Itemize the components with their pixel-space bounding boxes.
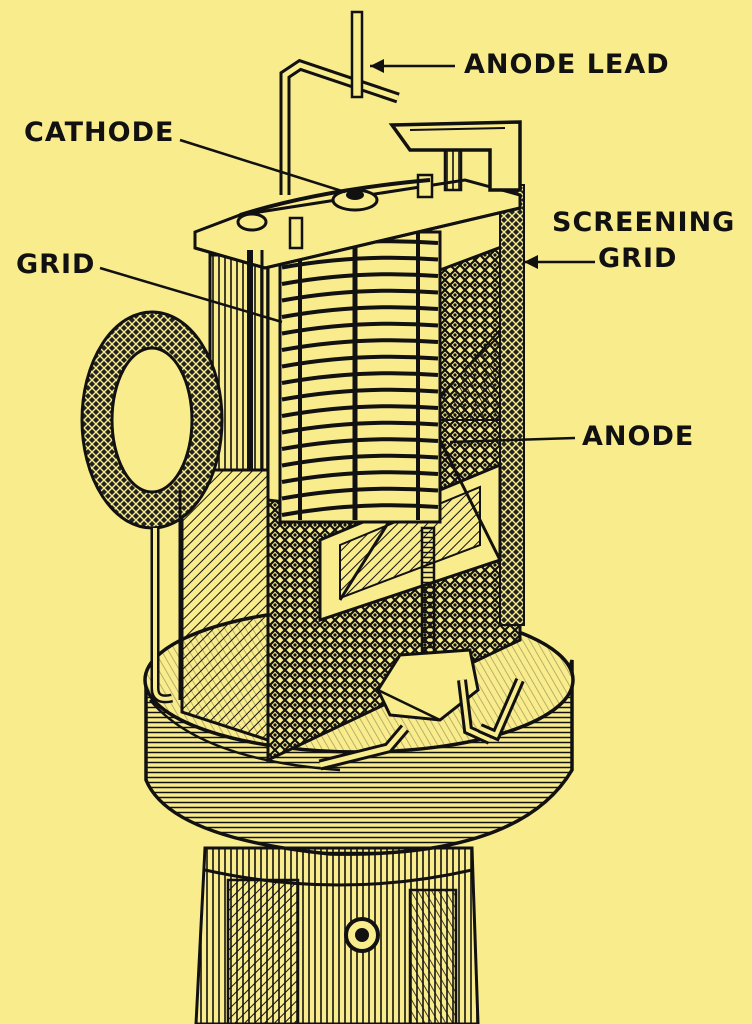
top-plate bbox=[193, 120, 522, 270]
screening-grid-label-line1: SCREENING bbox=[552, 207, 736, 238]
screening-grid-label-line2: GRID bbox=[598, 243, 678, 274]
valve-foot bbox=[194, 846, 480, 1024]
pinch-and-pins bbox=[318, 526, 525, 771]
side-support-rod bbox=[247, 250, 264, 470]
anode-label: ANODE bbox=[582, 421, 695, 452]
grid-label: GRID bbox=[16, 249, 96, 280]
grid-leader bbox=[99, 266, 283, 324]
cathode-assembly bbox=[236, 178, 431, 250]
grid-coil bbox=[278, 205, 442, 524]
anode-lead-label: ANODE LEAD bbox=[464, 49, 670, 80]
getter-ring bbox=[80, 310, 224, 704]
cathode-label: CATHODE bbox=[24, 117, 175, 148]
leader-lines bbox=[99, 59, 595, 444]
cathode-leader bbox=[179, 138, 346, 194]
cutaway-wall bbox=[180, 253, 270, 743]
anode-lead-wire bbox=[279, 10, 400, 195]
anode-leader bbox=[449, 436, 576, 444]
